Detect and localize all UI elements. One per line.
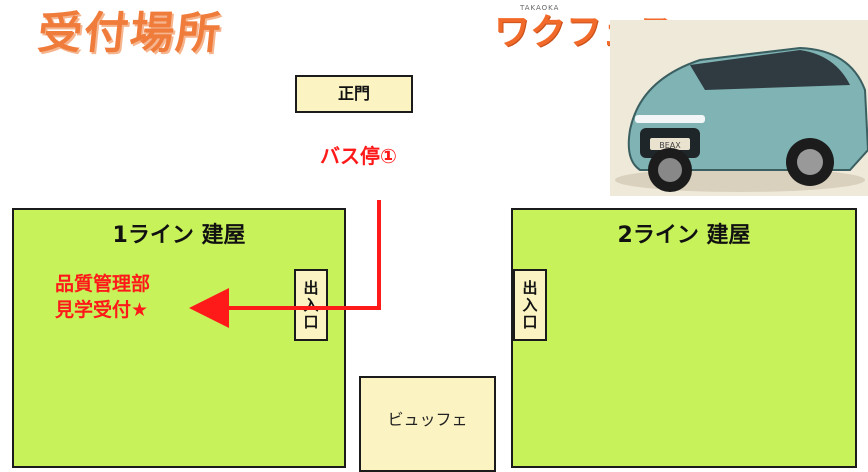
entrance-line-1: 出 入 口 xyxy=(294,269,328,341)
entrance-char: 口 xyxy=(522,312,538,331)
entrance-char: 出 xyxy=(303,278,319,297)
reception-label: 品質管理部 見学受付★ xyxy=(55,271,150,323)
entrance-line-2: 出 入 口 xyxy=(513,269,547,341)
entrance-char: 口 xyxy=(303,312,319,331)
logo-small-text: TAKAOKA xyxy=(520,4,560,12)
entrance-char: 入 xyxy=(522,295,538,314)
route-arrow xyxy=(189,200,381,328)
car-badge: BEAX xyxy=(659,141,681,150)
reception-line-1: 品質管理部 xyxy=(55,273,151,295)
building-line-2: 2ライン 建屋 xyxy=(511,208,857,468)
entrance-char: 出 xyxy=(522,278,538,297)
car-image: BEAX xyxy=(610,20,868,196)
main-gate-label: 正門 xyxy=(295,75,413,113)
route-overlay xyxy=(189,200,381,328)
building-line-1: 1ライン 建屋 xyxy=(12,208,346,468)
reception-line-2: 見学受付★ xyxy=(55,299,149,321)
bus-stop-label: バス停① xyxy=(320,144,397,168)
car-illustration: BEAX xyxy=(610,20,868,196)
building-name: 1ライン 建屋 xyxy=(112,223,246,248)
building-name: 2ライン 建屋 xyxy=(617,223,751,248)
